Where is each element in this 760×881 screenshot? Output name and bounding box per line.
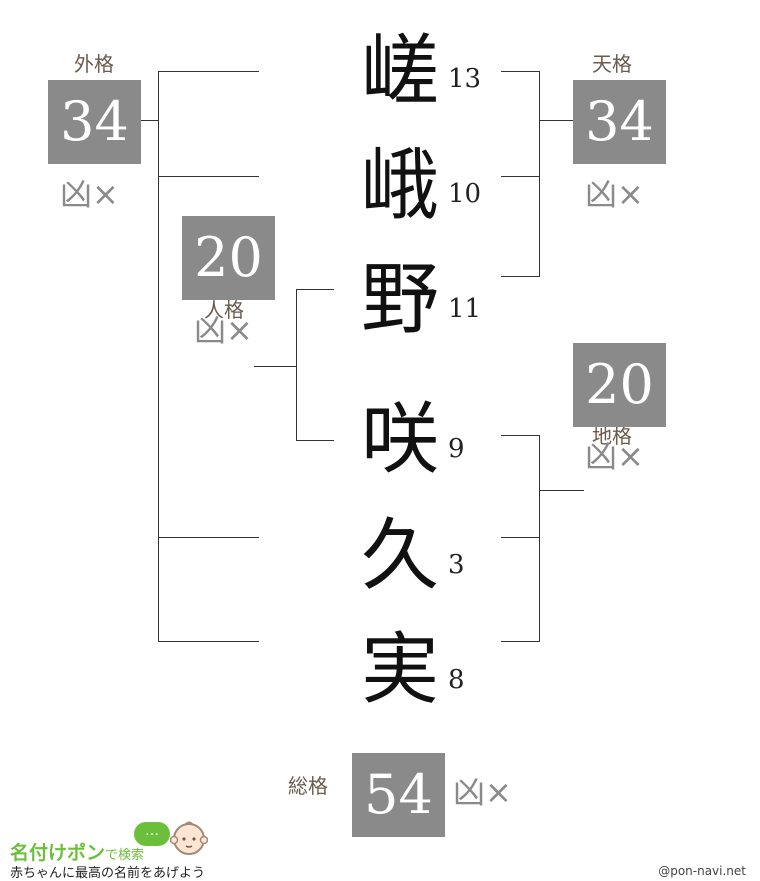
soukaku-fortune: 凶× bbox=[453, 773, 512, 811]
gaikaku-fortune: 凶× bbox=[60, 175, 119, 213]
stroke-count-2: 10 bbox=[448, 179, 482, 209]
stroke-count-5: 3 bbox=[448, 550, 465, 580]
bracket-line bbox=[158, 641, 259, 642]
bracket-line bbox=[539, 120, 573, 121]
chat-bubble-text: … bbox=[145, 823, 159, 839]
bracket-line bbox=[501, 537, 539, 538]
jinkaku-fortune: 凶× bbox=[194, 311, 253, 349]
bracket-line bbox=[158, 537, 259, 538]
bracket-line bbox=[539, 490, 584, 491]
bracket-line bbox=[501, 641, 539, 642]
name-char-3: 野 bbox=[360, 255, 439, 345]
bracket-line bbox=[296, 289, 334, 290]
name-char-4: 咲 bbox=[360, 395, 439, 485]
stroke-count-6: 8 bbox=[448, 665, 465, 695]
brand-logo[interactable]: 名付けポンで検索 bbox=[10, 838, 144, 865]
name-char-6: 実 bbox=[360, 625, 439, 715]
bracket-line bbox=[254, 366, 296, 367]
tenkaku-fortune: 凶× bbox=[585, 175, 644, 213]
stroke-count-1: 13 bbox=[448, 64, 482, 94]
stroke-count-4: 9 bbox=[448, 434, 465, 464]
bracket-line bbox=[296, 289, 297, 441]
name-char-1: 嵯 bbox=[360, 27, 439, 117]
tenkaku-label: 天格 bbox=[592, 52, 632, 76]
bracket-line bbox=[501, 176, 539, 177]
jinkaku-label: 人格 bbox=[204, 298, 244, 322]
soukaku-label: 総格 bbox=[288, 774, 328, 798]
copyright: @pon-navi.net bbox=[658, 864, 746, 878]
chikaku-label: 地格 bbox=[592, 424, 632, 448]
bracket-line bbox=[501, 435, 539, 436]
brand-name: 名付けポン bbox=[10, 842, 106, 864]
tenkaku-value: 34 bbox=[573, 80, 666, 164]
bracket-line bbox=[501, 276, 539, 277]
gaikaku-label: 外格 bbox=[74, 52, 114, 76]
bracket-line bbox=[296, 440, 334, 441]
jinkaku-value: 20 bbox=[182, 216, 275, 300]
soukaku-value: 54 bbox=[352, 753, 445, 837]
name-char-5: 久 bbox=[360, 511, 439, 601]
baby-face-icon bbox=[170, 821, 208, 855]
bracket-line bbox=[158, 176, 159, 642]
tagline: 赤ちゃんに最高の名前をあげよう bbox=[10, 866, 206, 881]
chikaku-value: 20 bbox=[573, 343, 666, 427]
gaikaku-value: 34 bbox=[48, 80, 141, 164]
chat-bubble-icon: … bbox=[134, 822, 170, 846]
bracket-line bbox=[158, 176, 259, 177]
name-char-2: 峨 bbox=[360, 141, 439, 231]
stroke-count-3: 11 bbox=[448, 294, 482, 324]
brand-suffix: で検索 bbox=[105, 848, 145, 863]
bracket-line bbox=[158, 71, 159, 177]
bracket-line bbox=[141, 120, 158, 121]
bracket-line bbox=[501, 71, 539, 72]
bracket-line bbox=[158, 71, 259, 72]
bracket-line bbox=[539, 71, 540, 277]
bracket-line bbox=[539, 435, 540, 642]
chikaku-fortune: 凶× bbox=[585, 437, 644, 475]
